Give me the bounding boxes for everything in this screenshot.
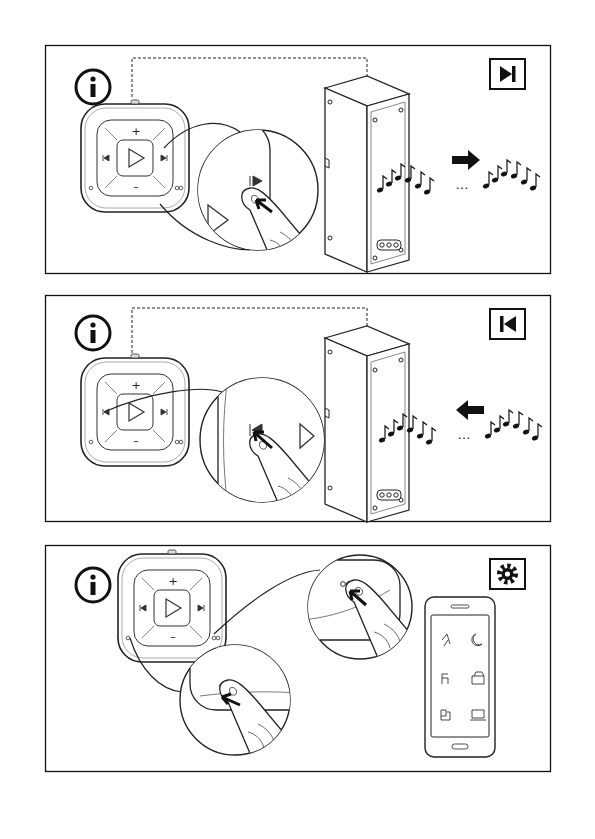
illustration-part [81,354,189,466]
illustration-part [200,692,310,696]
illustration-part [270,560,424,672]
illustration-part [256,200,272,212]
illustration-part [214,570,320,634]
button-sign: – [133,181,139,192]
illustration-part [472,634,482,646]
illustration-part [425,597,495,757]
illustration-part [512,66,516,82]
illustration-part [441,710,450,720]
button-sign: + [168,576,177,587]
button-sign: – [133,435,139,446]
illustration-part [378,414,436,445]
illustration-part [452,150,480,170]
illustration-part [451,605,469,608]
illustration-part [222,694,240,705]
illustration-part [224,376,229,510]
button-sign: + [131,380,140,391]
illustration-part [470,710,486,720]
illustration-part [490,559,525,589]
illustration-part [118,550,226,662]
illustration-part [500,316,504,332]
illustration-part [76,568,110,602]
illustration-part [500,66,512,82]
button-sign: – [170,631,176,642]
illustration-part [456,400,484,420]
illustration-part [250,434,328,526]
button-sign: + [131,126,140,137]
illustration-part [218,370,348,526]
ellipsis: … [456,178,469,191]
illustration-part [442,674,448,684]
illustration-part [46,546,551,772]
illustration-part [504,316,516,332]
illustration-part [250,176,262,186]
illustration-part [81,100,189,212]
illustration-part [300,424,314,448]
illustration-part [431,615,489,737]
illustration-part [180,120,320,280]
illustration-part [484,410,542,441]
ellipsis: … [458,428,471,441]
illustration-part [208,205,228,235]
illustration-part [341,582,346,587]
illustration-part [104,389,222,412]
illustration-part [472,672,484,684]
illustration-part [505,571,510,576]
illustration-part [482,160,540,191]
illustration-part [76,70,110,104]
illustration-part [346,580,424,672]
illustration-part [190,640,320,772]
illustration-part [76,316,110,350]
illustration-part [452,744,468,749]
illustration-part [46,46,551,274]
illustration-part [442,634,450,646]
illustration-part [490,59,525,89]
illustration-part [254,432,272,448]
illustration-part [130,638,182,692]
illustration-part [490,309,525,339]
illustration-part [376,164,434,195]
illustration-part [325,76,409,272]
illustration-part [350,591,366,605]
illustration-part [502,568,514,580]
illustration-part [500,566,516,582]
illustration-part [325,326,409,522]
illustration-part [242,188,320,280]
illustration-part [220,680,298,772]
